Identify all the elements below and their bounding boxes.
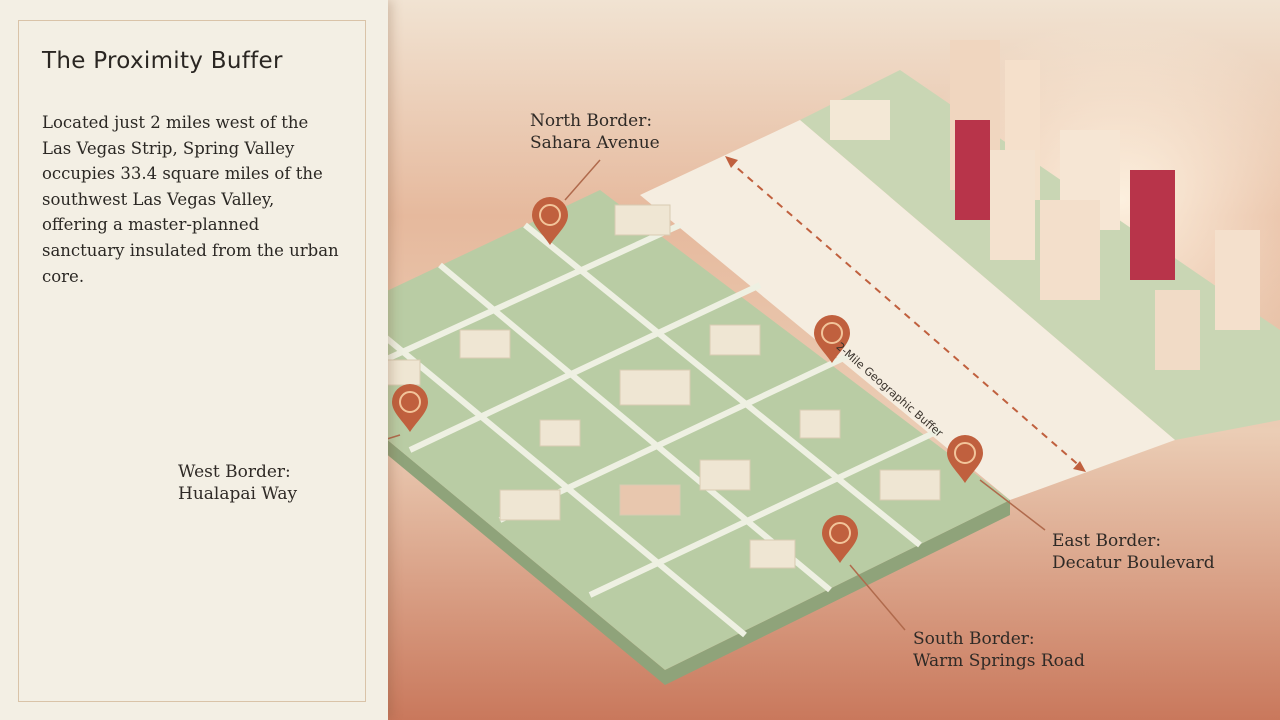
west-border-name: Hualapai Way <box>178 484 298 504</box>
strip-towers <box>830 40 1260 370</box>
pin-north-icon <box>532 197 568 245</box>
arrow-head-icon <box>1073 461 1086 472</box>
arrow-head-icon <box>725 156 738 168</box>
east-border-name: Decatur Boulevard <box>1052 553 1215 573</box>
panel-frame <box>18 20 366 702</box>
buildings <box>379 204 941 569</box>
west-border-title: West Border: <box>178 462 291 482</box>
east-border-label: East Border: Decatur Boulevard <box>1052 530 1215 574</box>
east-border-title: East Border: <box>1052 531 1162 551</box>
pin-east-icon <box>947 435 983 483</box>
south-border-name: Warm Springs Road <box>913 651 1085 671</box>
buffer-zone <box>640 120 1175 500</box>
map-board-edge <box>273 345 1010 685</box>
south-border-label: South Border: Warm Springs Road <box>913 628 1085 672</box>
south-border-title: South Border: <box>913 629 1035 649</box>
west-border-label: West Border: Hualapai Way <box>178 461 297 505</box>
north-border-label: North Border: Sahara Avenue <box>530 110 660 154</box>
buffer-dashed-arrow <box>727 159 1083 469</box>
panel-title: The Proximity Buffer <box>42 48 283 74</box>
pin-center-icon <box>814 315 850 363</box>
pin-west-icon <box>392 384 428 432</box>
north-border-name: Sahara Avenue <box>530 133 660 153</box>
info-panel: The Proximity Buffer Located just 2 mile… <box>0 0 388 720</box>
map-pins <box>392 197 983 563</box>
pin-south-icon <box>822 515 858 563</box>
north-border-title: North Border: <box>530 111 653 131</box>
panel-body: Located just 2 miles west of the Las Veg… <box>42 113 339 286</box>
